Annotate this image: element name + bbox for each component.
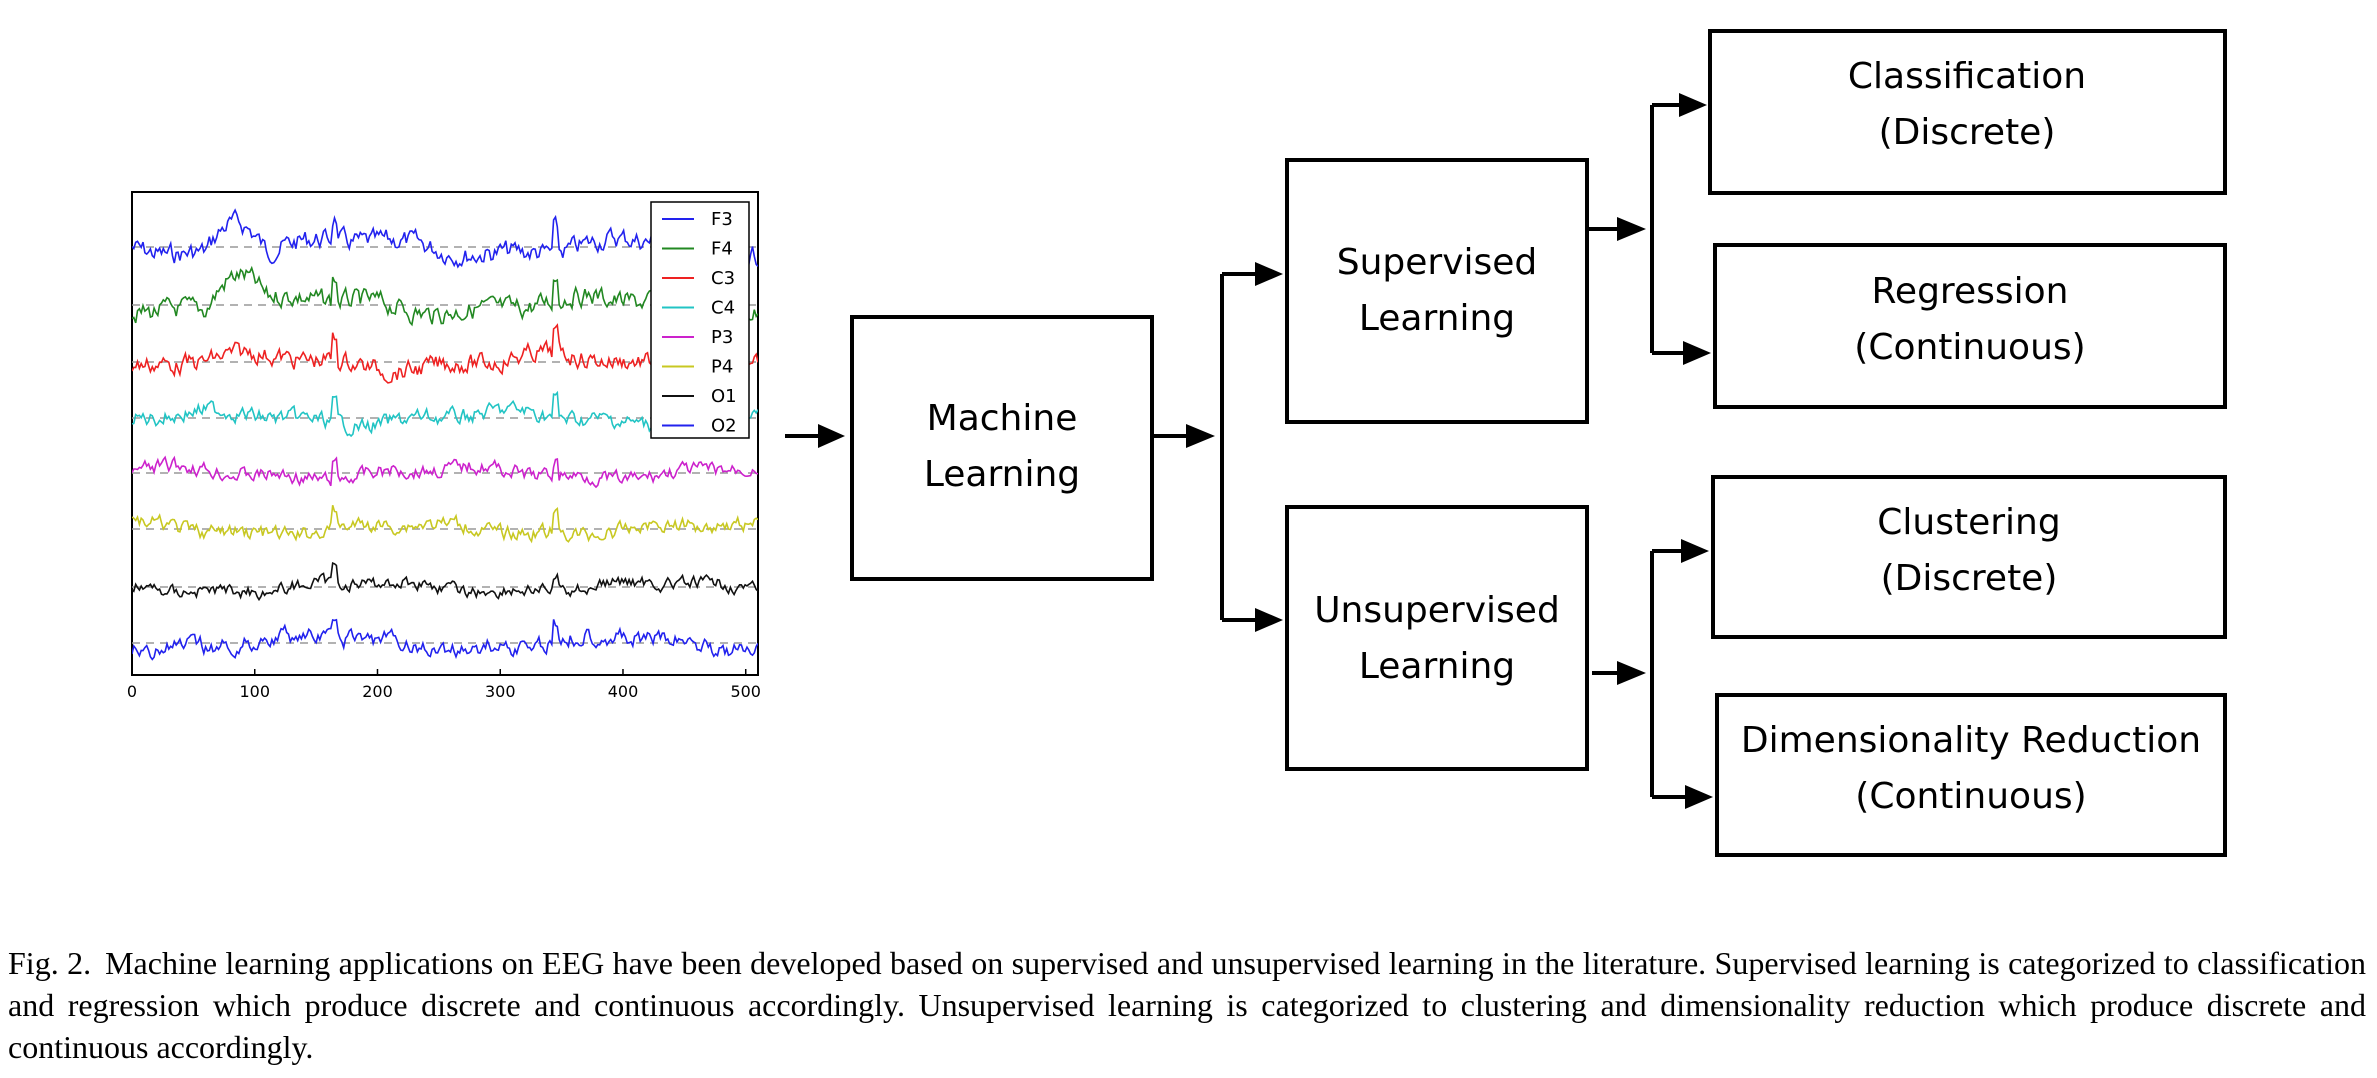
arrowhead [1617, 661, 1646, 685]
node-unsupervised-line1: Unsupervised [1314, 590, 1560, 631]
node-supervised-line1: Supervised [1337, 242, 1538, 283]
arrowhead [1617, 217, 1646, 241]
node-machine-learning: Machine Learning [850, 315, 1154, 581]
node-classification-line1: Classification [1848, 56, 2086, 97]
legend-label-o1: O1 [711, 386, 737, 407]
node-classification-line2: (Discrete) [1879, 112, 2056, 153]
node-regression-line2: (Continuous) [1854, 327, 2085, 368]
legend-label-f4: F4 [711, 239, 733, 260]
legend-label-c3: C3 [711, 268, 735, 289]
node-dimred-line1: Dimensionality Reduction [1741, 720, 2201, 761]
connectors [785, 103, 1688, 799]
eeg-trace-o2 [132, 618, 758, 661]
figure-caption: Fig. 2.Machine learning applications on … [8, 942, 2366, 1068]
eeg-x-tick-label: 500 [730, 682, 761, 701]
eeg-trace-p3 [132, 455, 758, 489]
legend-label-o2: O2 [711, 416, 737, 437]
eeg-x-tick-label: 200 [362, 682, 393, 701]
eeg-x-tick-label: 400 [608, 682, 639, 701]
node-unsupervised-learning: Unsupervised Learning [1285, 505, 1589, 771]
node-classification: Classification (Discrete) [1708, 29, 2227, 195]
eeg-x-axis: 0 100 200 300 400 500 [127, 669, 761, 701]
node-unsupervised-line2: Learning [1359, 646, 1515, 687]
arrowhead [1681, 539, 1709, 563]
arrowhead [1186, 424, 1215, 448]
eeg-x-tick-label: 300 [485, 682, 516, 701]
node-machine-learning-line1: Machine [927, 398, 1078, 439]
eeg-x-tick-label: 100 [239, 682, 270, 701]
node-clustering-line1: Clustering [1877, 502, 2060, 543]
arrowhead [1255, 262, 1283, 286]
node-clustering-line2: (Discrete) [1881, 558, 2058, 599]
eeg-trace-o1 [132, 561, 758, 602]
node-supervised-line2: Learning [1359, 298, 1515, 339]
arrowhead [1255, 608, 1283, 632]
eeg-legend-box [650, 201, 750, 439]
eeg-x-tick-label: 0 [127, 682, 137, 701]
arrowheads [818, 93, 1713, 809]
eeg-trace-p4 [132, 504, 758, 544]
node-machine-learning-line2: Learning [924, 454, 1080, 495]
legend-label-p3: P3 [711, 327, 733, 348]
arrowhead [1685, 785, 1713, 809]
node-clustering: Clustering (Discrete) [1711, 475, 2227, 639]
arrowhead [1683, 341, 1711, 365]
node-regression: Regression (Continuous) [1713, 243, 2227, 409]
legend-label-p4: P4 [711, 357, 733, 378]
node-regression-line1: Regression [1872, 271, 2069, 312]
figure-caption-label: Fig. 2. [8, 945, 92, 981]
legend-label-f3: F3 [711, 209, 733, 230]
arrowhead [818, 424, 845, 448]
legend-label-c4: C4 [711, 298, 735, 319]
arrowhead [1679, 93, 1707, 117]
node-dimred-line2: (Continuous) [1855, 776, 2086, 817]
node-supervised-learning: Supervised Learning [1285, 158, 1589, 424]
figure-caption-text: Machine learning applications on EEG hav… [8, 945, 2367, 1065]
node-dimensionality-reduction: Dimensionality Reduction (Continuous) [1715, 693, 2227, 857]
